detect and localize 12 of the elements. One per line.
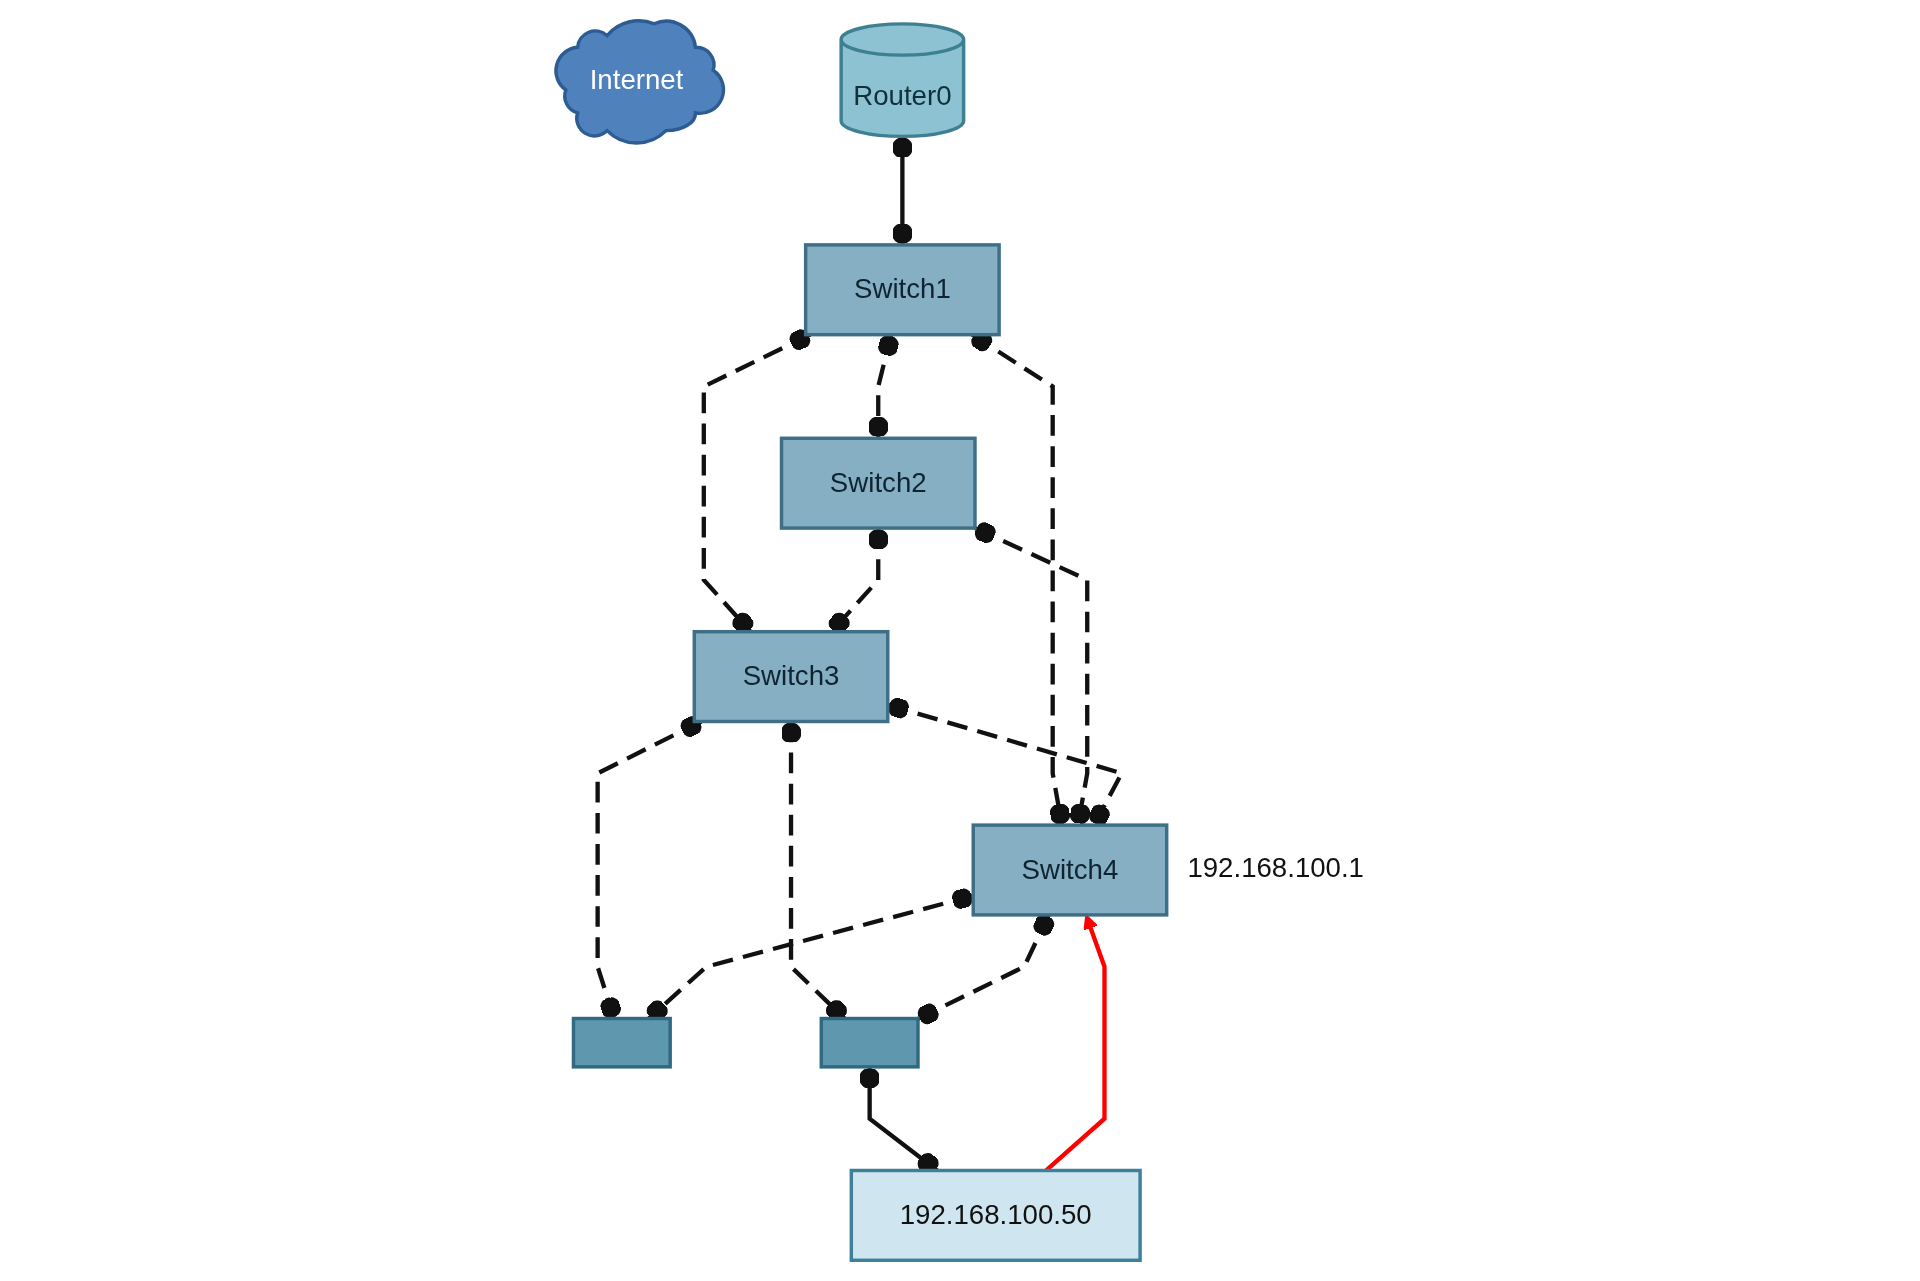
node-box: Switch2 <box>779 436 977 530</box>
node-box: 192.168.100.50 <box>849 1168 1142 1262</box>
ip-address-label: 192.168.100.1 <box>1187 852 1364 884</box>
connector <box>891 136 913 245</box>
node-box <box>571 1016 672 1069</box>
node-box: Switch3 <box>692 629 890 724</box>
node-box <box>819 1016 920 1069</box>
connector <box>867 334 899 439</box>
node-box: Switch4 <box>971 823 1169 917</box>
connector <box>974 522 1091 826</box>
connector <box>917 914 1055 1025</box>
node-box: Switch1 <box>803 243 1001 337</box>
